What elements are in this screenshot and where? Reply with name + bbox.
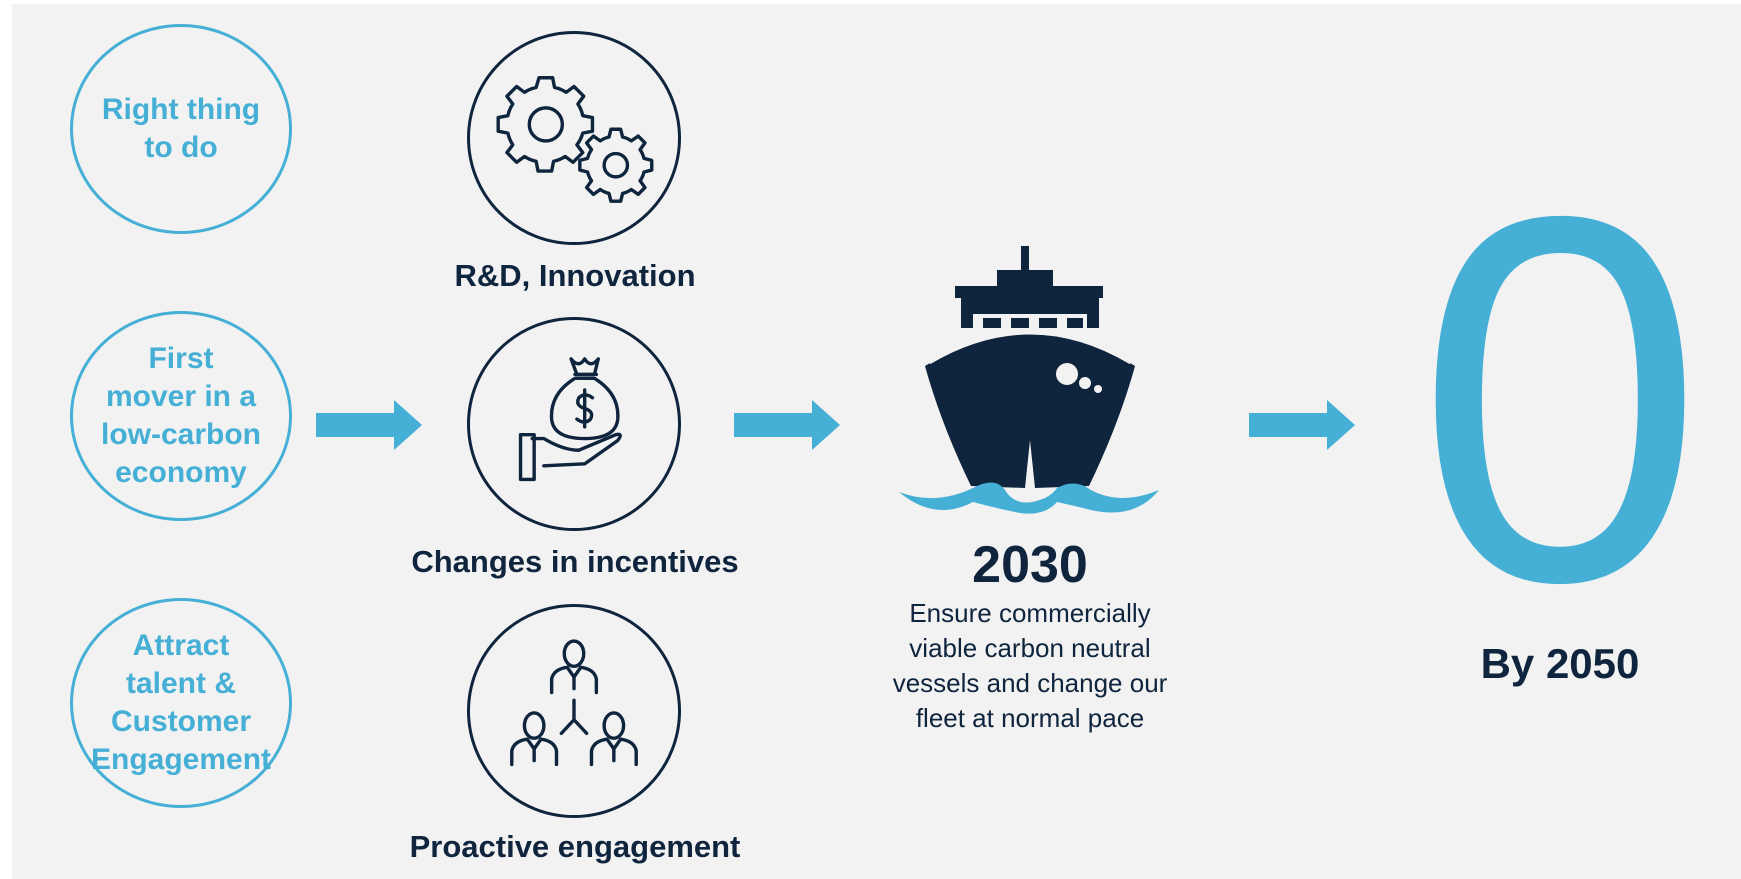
money-bag-hand-icon (518, 357, 622, 482)
driver-circle-incentives (467, 317, 681, 531)
arrow-right-icon (1249, 400, 1355, 450)
reason-attract-talent: Attract talent & Customer Engagement (70, 598, 292, 808)
arrow-right-icon (316, 400, 422, 450)
reason-label: Right thing to do (101, 93, 261, 164)
ship-icon (899, 246, 1159, 514)
driver-label-engagement: Proactive engagement (409, 829, 741, 864)
goal-value: 0 (1415, 109, 1705, 690)
reason-right-thing: Right thing to do (70, 24, 292, 234)
reason-first-mover: First mover in a low-carbon economy (70, 311, 292, 521)
driver-circle-rnd (467, 31, 681, 245)
driver-circle-engagement (467, 604, 681, 818)
reason-label: Attract talent & Customer Engagement (90, 629, 272, 776)
milestone-description: Ensure commercially viable carbon neutra… (892, 598, 1168, 733)
milestone-year: 2030 (972, 536, 1088, 594)
driver-label-rnd: R&D, Innovation (454, 258, 696, 293)
slide-background (12, 4, 1741, 879)
arrow-right-icon (734, 400, 840, 450)
reason-label: First mover in a low-carbon economy (100, 342, 261, 489)
driver-label-incentives: Changes in incentives (411, 544, 739, 579)
gears-icon (496, 76, 654, 203)
goal-label: By 2050 (1480, 640, 1640, 687)
people-network-icon (510, 639, 638, 767)
